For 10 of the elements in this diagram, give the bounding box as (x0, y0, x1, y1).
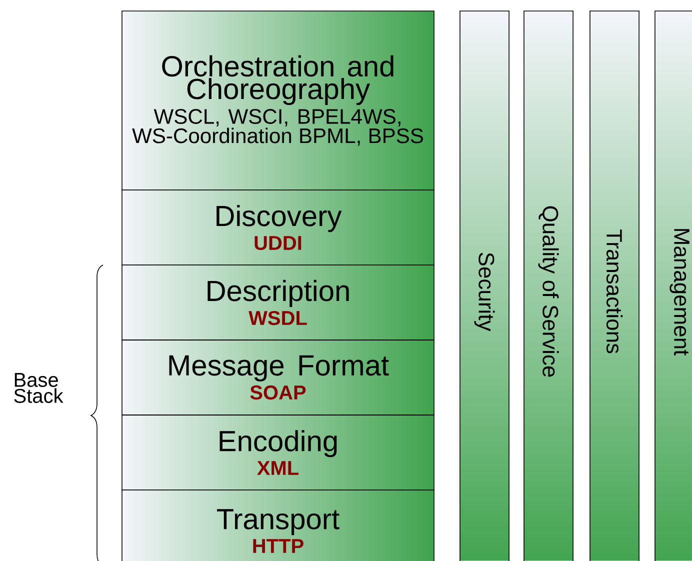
layer-box: Discovery UDDI (122, 190, 434, 266)
vertical-bar: Security (460, 10, 510, 561)
vertical-bar: Quality of Service (524, 10, 574, 561)
vertical-bar: Transactions (590, 10, 640, 561)
bracket-label: Base Stack (14, 373, 64, 403)
layer-box: Message Format SOAP (122, 340, 434, 416)
layer-box: Description WSDL (122, 264, 434, 340)
vertical-bar: Management (654, 10, 692, 561)
layer-box: Encoding XML (122, 414, 434, 490)
layer-box: Transport HTTP (122, 490, 434, 561)
